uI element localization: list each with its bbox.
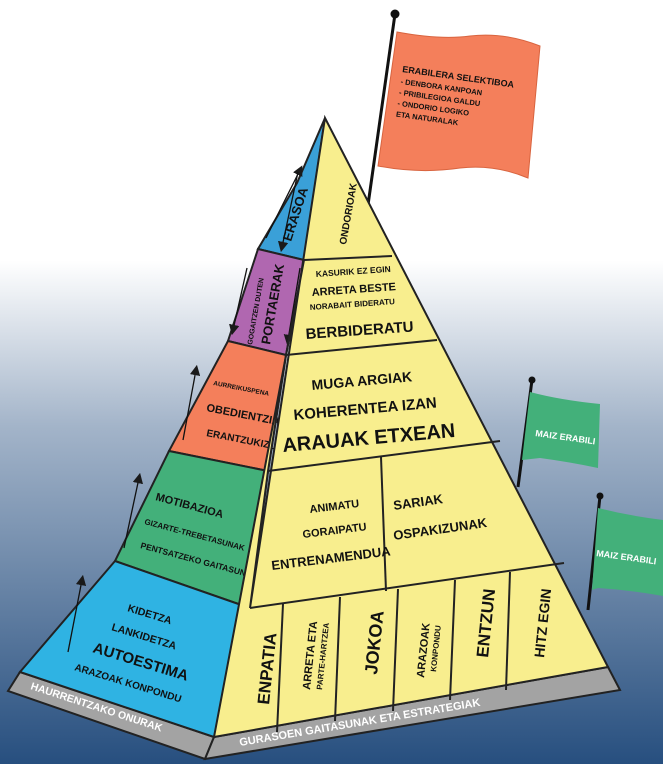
label-sariak: SARIAK bbox=[392, 491, 444, 513]
col-div-1 bbox=[276, 603, 284, 733]
arrow-blue-up bbox=[67, 574, 87, 653]
col-div-4 bbox=[449, 579, 456, 701]
divider-rewards bbox=[380, 456, 387, 592]
label-arreta-beste: ARRETA BESTE bbox=[311, 281, 396, 299]
col-div-5 bbox=[505, 571, 511, 691]
label-arazoak: ARAZOAK bbox=[415, 622, 433, 678]
col-div-3 bbox=[392, 588, 399, 712]
arrow-portaerak-right bbox=[283, 267, 301, 346]
left-face: ERASOA GOGAITZEN DUTEN PORTAERAK AURREIK… bbox=[18, 117, 326, 739]
right-lower-flag: MAIZ ERABILI bbox=[586, 492, 663, 611]
col-div-2 bbox=[334, 596, 341, 722]
right-face: ONDORIOAK KASURIK EZ EGIN ARRETA BESTE N… bbox=[212, 114, 610, 739]
divider-2 bbox=[285, 339, 438, 356]
arrow-green-up bbox=[123, 472, 143, 549]
divider-4 bbox=[249, 562, 565, 609]
arrow-erasoa-up bbox=[265, 165, 303, 239]
arrow-erasoa-down bbox=[277, 171, 299, 253]
arrow-portaerak-left bbox=[229, 267, 248, 336]
top-flag: ERABILERA SELEKTIBOA - DENBORA KANPOAN -… bbox=[366, 9, 541, 206]
label-hitz-egin: HITZ EGIN bbox=[531, 588, 554, 659]
divider-3 bbox=[267, 440, 501, 472]
divider-1 bbox=[303, 255, 393, 261]
arrow-orange-up bbox=[182, 364, 201, 441]
right-upper-flag: MAIZ ERABILI bbox=[516, 376, 600, 488]
